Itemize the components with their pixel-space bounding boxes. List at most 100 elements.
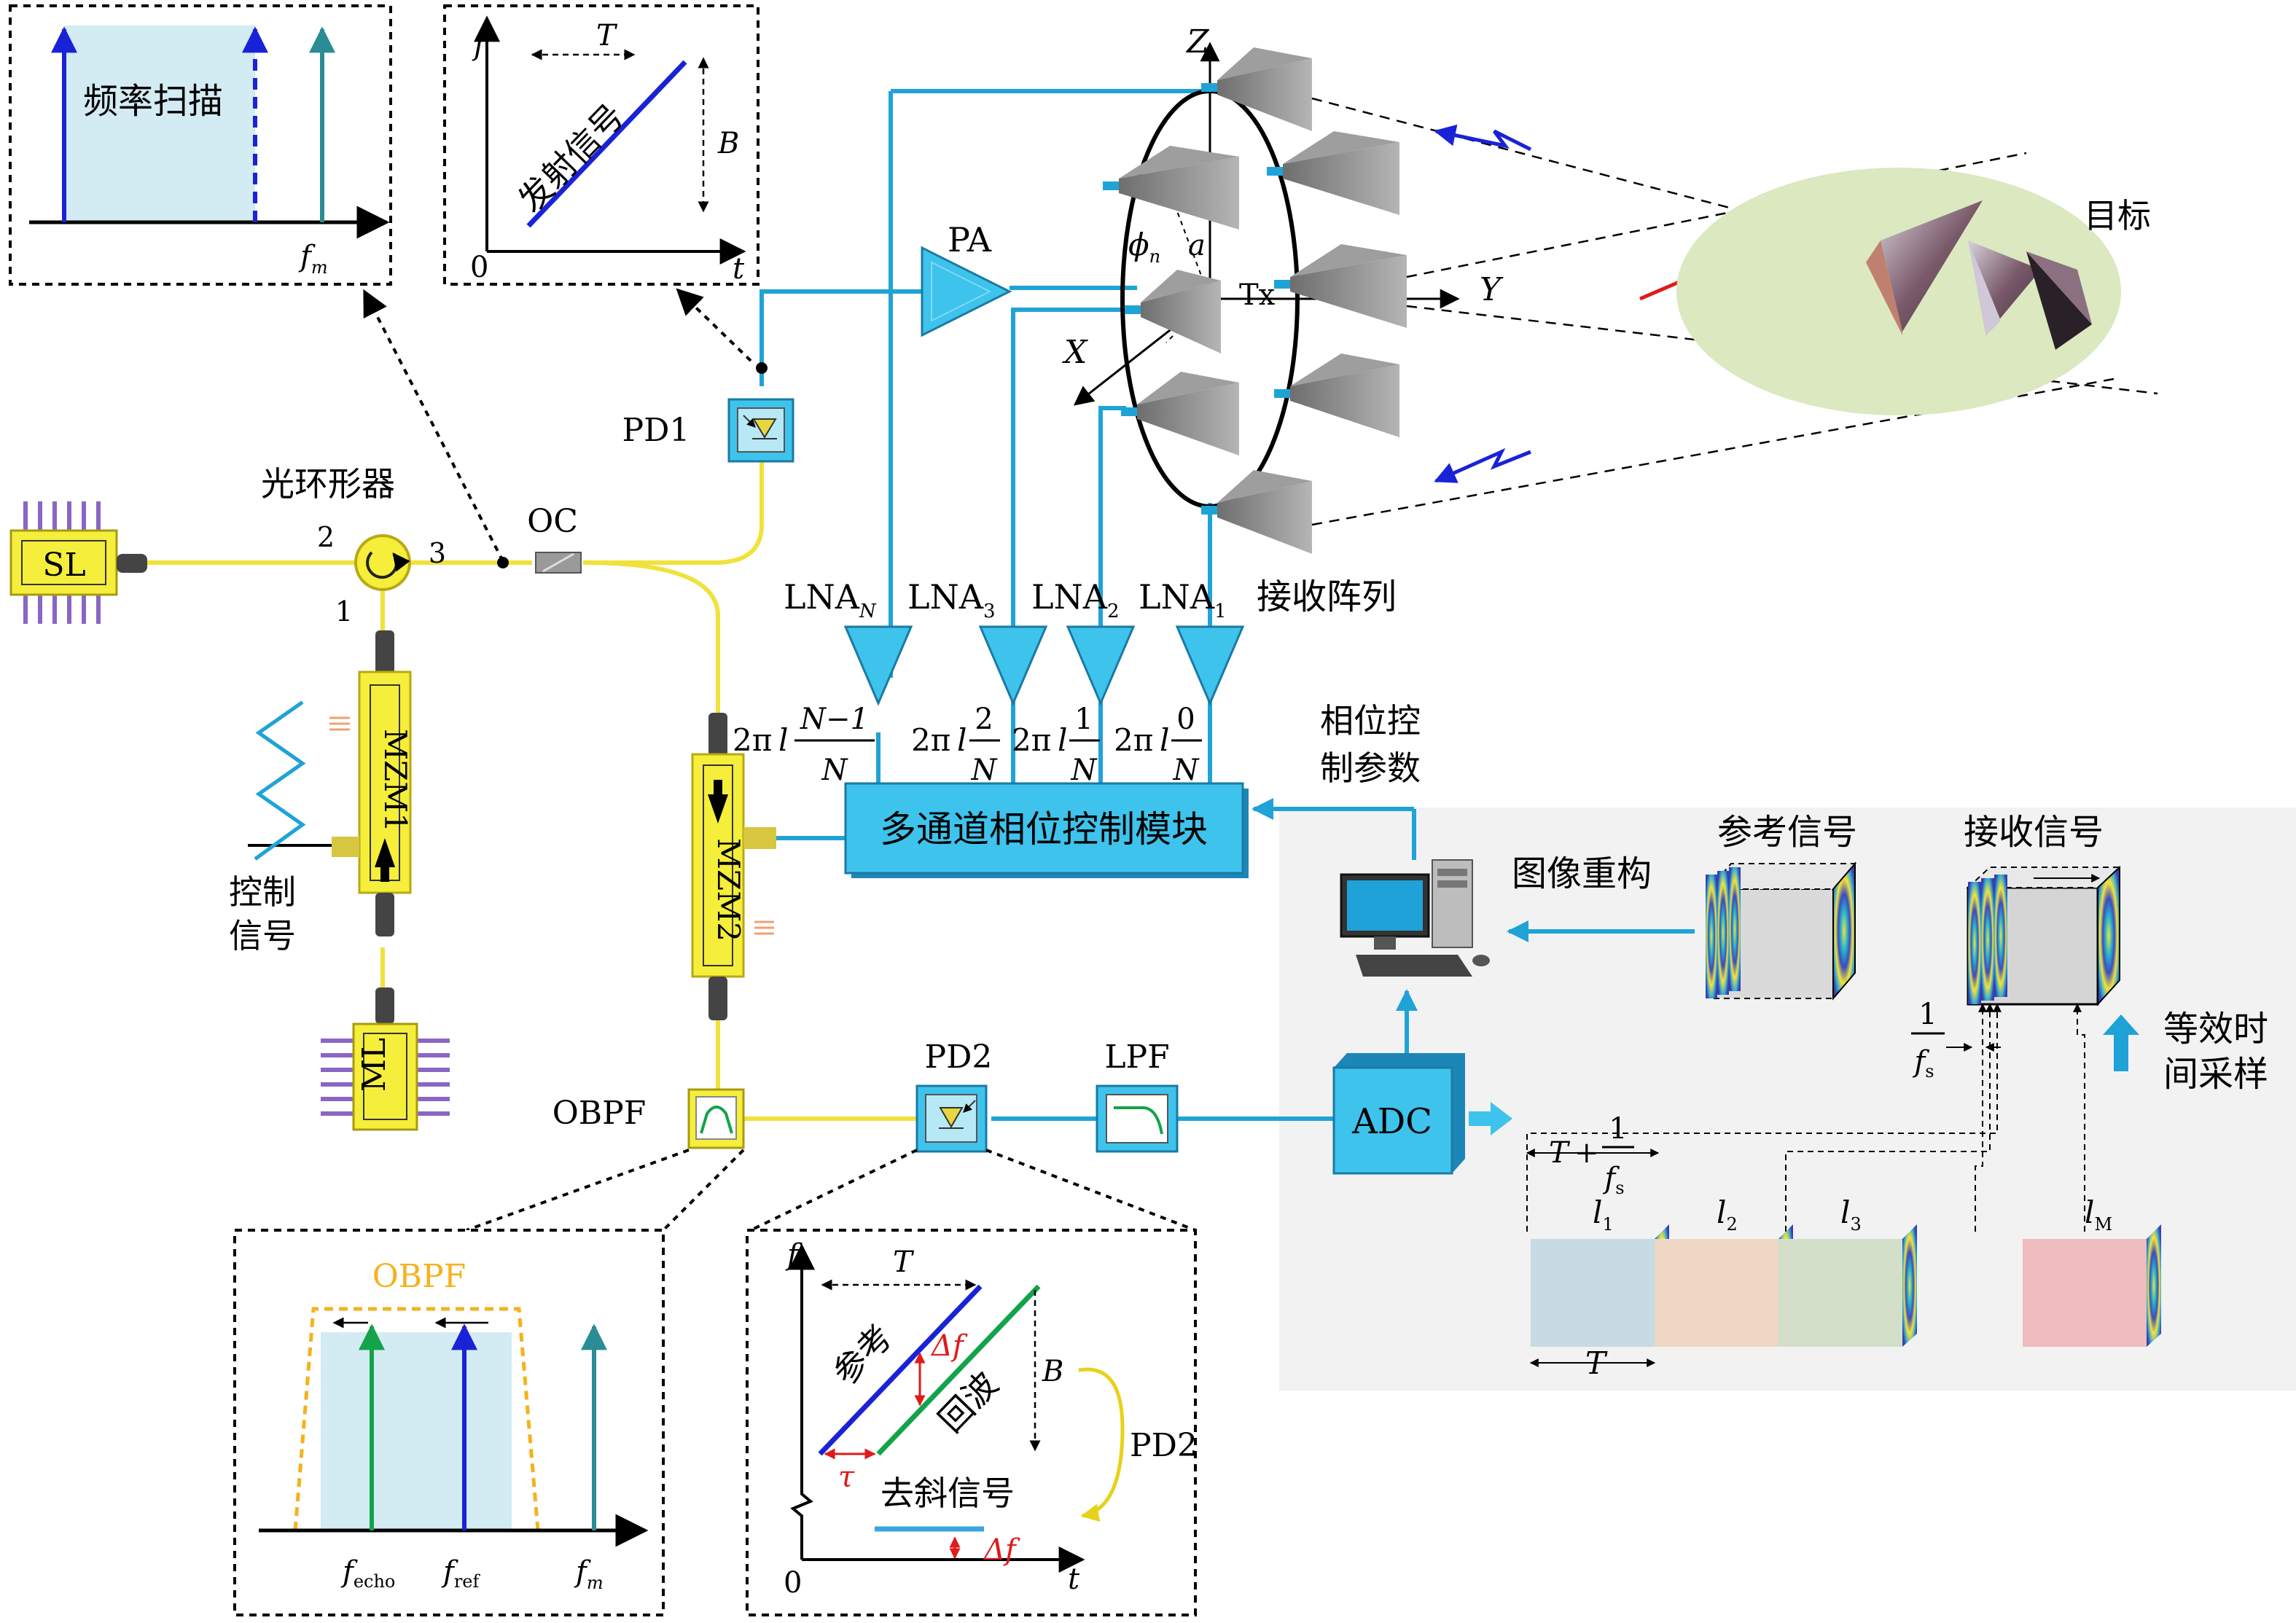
svg-text:l: l <box>778 722 788 758</box>
target-label: 目标 <box>2084 196 2151 235</box>
lna-3-label: LNA3 <box>907 577 996 622</box>
period-interval: T + 1 fs <box>1526 1112 1660 1198</box>
svg-text:N: N <box>971 754 999 787</box>
inset-dechirp: f t 0 T B 参考 回波 Δf τ 去斜信号 Δf PD2 <box>746 1149 1198 1616</box>
rf-cable <box>760 89 1695 1121</box>
inset-transmit-signal: f t 0 T B 发射信号 <box>443 4 760 286</box>
mzm1-modulator: MZM1 <box>248 630 413 936</box>
adc-block: ADC <box>1332 1053 1512 1175</box>
mzm2-label: MZM2 <box>711 838 746 942</box>
svg-text:2π: 2π <box>1114 722 1153 758</box>
block-l3: l3 <box>1778 1194 1917 1347</box>
pd1-label: PD1 <box>622 412 690 449</box>
lna-2: LNA2 <box>1031 577 1136 706</box>
circulator-title: 光环形器 <box>261 464 395 504</box>
dechirp-origin: 0 <box>784 1566 802 1600</box>
svg-text:等效时: 等效时 <box>2163 1009 2268 1049</box>
sl-laser: SL <box>9 501 147 624</box>
phase-params-line1: 相位控 <box>1320 701 1421 740</box>
equivalent-sampling: 等效时 间采样 <box>2103 1009 2268 1095</box>
lna-1-label: LNA1 <box>1139 577 1227 622</box>
svg-text:l: l <box>957 722 967 758</box>
sl-label: SL <box>42 547 85 584</box>
link-scan-inset <box>363 289 504 562</box>
sampling-interval: 1 fs <box>1911 998 2001 1082</box>
sampling-lines <box>1526 1003 2085 1232</box>
phase-1: 2π l 1 N <box>1012 703 1100 787</box>
phase-n-minus-1: 2π l N−1 N <box>733 703 875 787</box>
svg-text:N: N <box>821 754 849 787</box>
computer <box>1340 859 1490 977</box>
phase-module-label: 多通道相位控制模块 <box>880 808 1208 850</box>
svg-text:2π: 2π <box>911 722 950 758</box>
phase-2: 2π l 2 N <box>911 703 1000 787</box>
adc-label: ADC <box>1351 1101 1432 1142</box>
axis-x: X <box>1062 334 1088 371</box>
f-echo-label: fecho <box>340 1555 395 1592</box>
lpf-label: LPF <box>1104 1039 1169 1076</box>
obpf-filter: OBPF <box>552 1088 745 1149</box>
radius-a: a <box>1188 229 1206 262</box>
received-signal-label: 接收信号 <box>1964 812 2104 853</box>
ml-label: ML <box>356 1038 393 1092</box>
svg-text:1: 1 <box>1918 998 1937 1031</box>
svg-text:1: 1 <box>1609 1112 1627 1146</box>
svg-text:N: N <box>1173 754 1200 787</box>
svg-text:N−1: N−1 <box>800 703 869 736</box>
port-2-label: 2 <box>317 521 335 553</box>
ml-laser: ML <box>321 988 450 1131</box>
pd2-label: PD2 <box>925 1039 993 1076</box>
svg-text:l3: l3 <box>1840 1194 1862 1235</box>
oc-label: OC <box>527 503 578 540</box>
tau-label: τ <box>838 1460 855 1494</box>
data-blocks: l1 l2 l3 lM T <box>1529 1194 2161 1381</box>
phase-0: 2π l 0 N <box>1114 703 1202 787</box>
phi-label: ϕn <box>1128 227 1160 267</box>
lpf-filter: LPF <box>1096 1039 1179 1153</box>
antenna-array: Z Y X ϕn a Tx 接收阵列 <box>1062 23 1504 617</box>
pa-label: PA <box>948 220 992 259</box>
axis-y: Y <box>1480 271 1504 308</box>
delta-f-label: Δf <box>930 1329 968 1363</box>
tap-dot <box>497 557 509 568</box>
obpf-inset-title: OBPF <box>372 1258 466 1295</box>
control-signal-line2: 信号 <box>229 916 296 955</box>
svg-text:2π: 2π <box>733 722 772 758</box>
dechirp-signal-label: 去斜信号 <box>880 1474 1015 1513</box>
phase-control-module: 多通道相位控制模块 <box>844 782 1249 878</box>
svg-text:2: 2 <box>975 703 993 736</box>
svg-text:0: 0 <box>1176 703 1195 736</box>
lna-2-label: LNA2 <box>1031 577 1120 622</box>
svg-text:1: 1 <box>1074 703 1093 736</box>
axis-z: Z <box>1185 23 1210 60</box>
image-reconstruction-label: 图像重构 <box>1512 853 1652 894</box>
pd1-photodetector: PD1 <box>622 362 794 463</box>
target: 目标 <box>1676 168 2151 415</box>
block-lm: lM <box>2023 1194 2161 1347</box>
svg-text:+: + <box>1574 1136 1599 1170</box>
svg-text:l1: l1 <box>1593 1194 1614 1235</box>
phase-params-line2: 制参数 <box>1320 748 1421 788</box>
optical-circulator: 光环形器 2 3 1 <box>261 464 446 627</box>
port-1-label: 1 <box>335 595 353 627</box>
lna-n-label: LNAN <box>784 577 877 622</box>
svg-text:l: l <box>1160 722 1169 758</box>
lna-n: LNAN <box>784 577 913 706</box>
link-tx-inset <box>676 288 752 362</box>
reference-signal-label: 参考信号 <box>1717 812 1857 853</box>
svg-text:间采样: 间采样 <box>2163 1054 2268 1095</box>
control-signal-line1: 控制 <box>229 872 296 912</box>
dechirp-period: T <box>893 1245 915 1279</box>
tx-origin: 0 <box>470 251 488 284</box>
delta-f-beat-label: Δf <box>983 1533 1020 1567</box>
mzm2-modulator: MZM2 <box>691 713 776 1020</box>
tx-label: Tx <box>1239 278 1276 312</box>
lna-3: LNA3 <box>907 577 1048 706</box>
svg-text:l2: l2 <box>1717 1194 1738 1235</box>
power-amplifier: PA <box>921 220 1012 337</box>
svg-text:lM: lM <box>2085 1194 2112 1235</box>
tx-bandwidth: B <box>717 127 739 160</box>
dechirp-pd2-label: PD2 <box>1130 1427 1198 1464</box>
